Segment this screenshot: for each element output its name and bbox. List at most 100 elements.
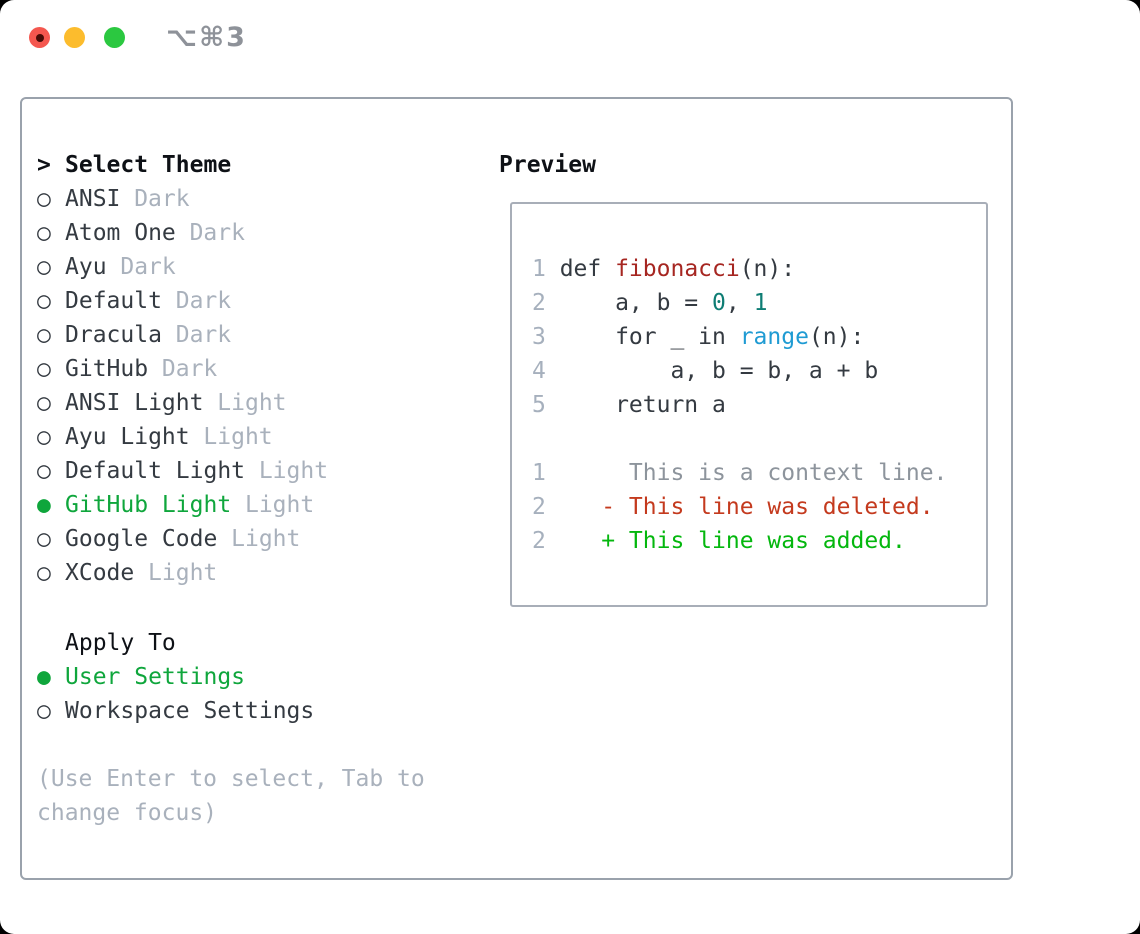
theme-name: Atom One: [65, 220, 176, 246]
close-button-icon[interactable]: [29, 27, 50, 48]
theme-variant-badge: Dark: [161, 356, 218, 382]
theme-variant-badge: Light: [217, 390, 287, 416]
code-segment: + This line was added.: [559, 528, 906, 554]
code-segment: ,: [725, 290, 754, 316]
theme-variant-badge: Light: [203, 424, 273, 450]
code-segment: a, b = b, a + b: [559, 358, 879, 384]
radio-unselected-icon: ○: [37, 220, 51, 246]
theme-variant-badge: Dark: [175, 322, 232, 348]
theme-name: GitHub: [65, 356, 149, 382]
theme-option-default[interactable]: ○ Default Dark: [37, 284, 328, 318]
theme-variant-badge: Light: [244, 492, 315, 518]
theme-name: ANSI: [65, 186, 121, 212]
apply-to-section: Apply To ● User Settings ○ Workspace Settin…: [37, 626, 314, 728]
radio-selected-icon: ●: [37, 664, 51, 690]
window-title: ⌥⌘3: [166, 22, 247, 53]
zoom-button-icon[interactable]: [104, 27, 125, 48]
radio-unselected-icon: ○: [37, 288, 51, 314]
theme-variant-badge: Dark: [120, 254, 176, 280]
apply-to-header: Apply To: [37, 626, 314, 660]
apply-option-label: User Settings: [65, 664, 246, 690]
minimize-button-icon[interactable]: [64, 27, 85, 48]
code-segment: - This line was deleted.: [559, 494, 934, 520]
keyboard-hint: (Use Enter to select, Tab to change focu…: [37, 766, 425, 826]
code-segment: This is a context line.: [559, 460, 948, 486]
theme-name: Ayu: [65, 254, 107, 280]
code-segment: def: [559, 256, 616, 282]
radio-unselected-icon: ○: [37, 356, 51, 382]
theme-variant-badge: Light: [148, 560, 218, 586]
radio-unselected-icon: ○: [37, 560, 51, 586]
preview-code-line: 2 a, b = 0, 1: [532, 286, 947, 320]
theme-name: Default Light: [65, 458, 246, 484]
preview-code-line: [532, 422, 947, 456]
line-number: 2: [532, 290, 546, 316]
code-segment: return a: [559, 392, 726, 418]
radio-selected-icon: ●: [37, 492, 51, 518]
preview-code-line: 1 def fibonacci(n):: [532, 252, 947, 286]
theme-name: XCode: [65, 560, 135, 586]
radio-unselected-icon: ○: [37, 390, 51, 416]
code-segment: (n):: [808, 324, 865, 350]
apply-option-label: Workspace Settings: [65, 698, 315, 724]
radio-unselected-icon: ○: [37, 322, 51, 348]
apply-option-workspace-settings[interactable]: ○ Workspace Settings: [37, 694, 314, 728]
preview-code-line: 3 for _ in range(n):: [532, 320, 947, 354]
theme-name: Google Code: [65, 526, 218, 552]
theme-option-google-code[interactable]: ○ Google Code Light: [37, 522, 328, 556]
radio-unselected-icon: ○: [37, 254, 51, 280]
theme-variant-badge: Light: [231, 526, 301, 552]
theme-option-ansi[interactable]: ○ ANSI Dark: [37, 182, 328, 216]
preview-title: Preview: [499, 152, 596, 178]
code-segment: fibonacci: [615, 256, 740, 282]
preview-code-line: 2 - This line was deleted.: [532, 490, 947, 524]
theme-option-ayu-light[interactable]: ○ Ayu Light Light: [37, 420, 328, 454]
line-number: 5: [532, 392, 546, 418]
code-segment: a, b =: [559, 290, 713, 316]
theme-name: Default: [65, 288, 162, 314]
radio-unselected-icon: ○: [37, 526, 51, 552]
apply-to-title: Apply To: [65, 630, 176, 656]
code-segment: for _ in: [559, 324, 740, 350]
theme-option-ansi-light[interactable]: ○ ANSI Light Light: [37, 386, 328, 420]
apply-option-user-settings[interactable]: ● User Settings: [37, 660, 314, 694]
preview-code-line: 2 + This line was added.: [532, 524, 947, 558]
code-segment: (n):: [739, 256, 796, 282]
theme-list-title: Select Theme: [65, 152, 232, 178]
titlebar: ⌥⌘3: [0, 0, 1140, 75]
theme-variant-badge: Light: [258, 458, 329, 484]
theme-variant-badge: Dark: [175, 288, 232, 314]
line-number: 2: [532, 494, 546, 520]
radio-unselected-icon: ○: [37, 424, 51, 450]
theme-option-default-light[interactable]: ○ Default Light Light: [37, 454, 328, 488]
theme-name: Dracula: [65, 322, 162, 348]
theme-variant-badge: Dark: [134, 186, 190, 212]
theme-option-ayu[interactable]: ○ Ayu Dark: [37, 250, 328, 284]
theme-option-github[interactable]: ○ GitHub Dark: [37, 352, 328, 386]
line-number: 4: [532, 358, 546, 384]
theme-option-dracula[interactable]: ○ Dracula Dark: [37, 318, 328, 352]
line-number: 3: [532, 324, 546, 350]
code-segment: 0: [712, 290, 726, 316]
preview-code-line: 5 return a: [532, 388, 947, 422]
preview-code-line: 1 This is a context line.: [532, 456, 947, 490]
radio-unselected-icon: ○: [37, 698, 51, 724]
radio-unselected-icon: ○: [37, 186, 51, 212]
theme-option-atom-one[interactable]: ○ Atom One Dark: [37, 216, 328, 250]
code-segment: range: [739, 324, 809, 350]
theme-option-xcode[interactable]: ○ XCode Light: [37, 556, 328, 590]
theme-list-header: > Select Theme: [37, 148, 328, 182]
prompt-arrow-icon: >: [37, 152, 51, 178]
line-number: 1: [532, 256, 546, 282]
preview-code-line: 4 a, b = b, a + b: [532, 354, 947, 388]
theme-name: Ayu Light: [65, 424, 190, 450]
theme-variant-badge: Dark: [189, 220, 245, 246]
theme-name: ANSI Light: [65, 390, 204, 416]
radio-unselected-icon: ○: [37, 458, 51, 484]
